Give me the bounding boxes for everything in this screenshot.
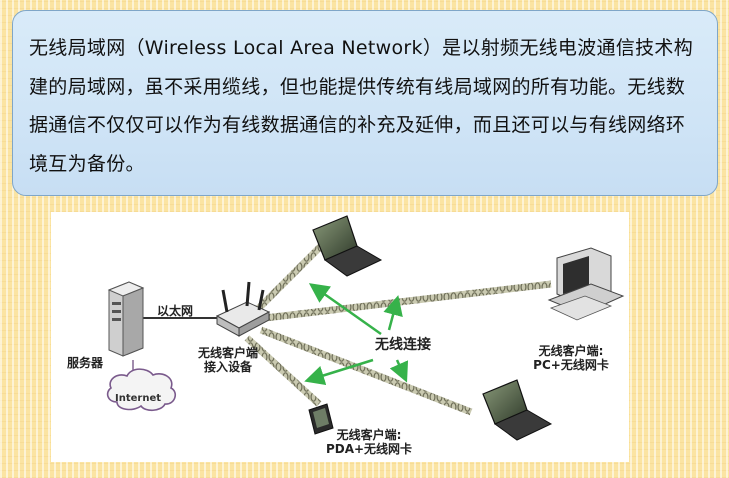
pc-client-label: 无线客户端: PC+无线网卡 xyxy=(533,344,609,372)
laptop-top-icon xyxy=(312,215,383,277)
intro-paragraph: 无线局域网（Wireless Local Area Network）是以射频无线… xyxy=(29,37,694,175)
server-icon xyxy=(107,281,145,357)
wlan-diagram: 以太网 服务器 Internet 无线客户端 接入设备 无线连接 无线客户端: … xyxy=(51,212,629,462)
access-point-icon xyxy=(215,281,271,337)
wireless-links xyxy=(244,241,552,416)
diagram-graphics xyxy=(106,215,625,441)
link-laptop-top xyxy=(254,241,326,313)
intro-text-box: 无线局域网（Wireless Local Area Network）是以射频无线… xyxy=(12,10,718,196)
ethernet-label: 以太网 xyxy=(157,304,194,318)
access-device-label: 无线客户端 接入设备 xyxy=(197,346,258,374)
pda-client-label: 无线客户端: PDA+无线网卡 xyxy=(325,428,413,456)
link-pc xyxy=(264,280,552,322)
link-laptop-bottom xyxy=(259,326,473,416)
internet-label: Internet xyxy=(115,393,162,404)
wireless-arrows xyxy=(304,283,409,386)
desktop-pc-icon xyxy=(547,247,625,321)
pda-icon xyxy=(308,403,334,435)
laptop-bottom-icon xyxy=(482,379,553,441)
link-pda xyxy=(244,335,322,407)
wireless-link-label: 无线连接 xyxy=(375,337,431,353)
server-label: 服务器 xyxy=(67,356,104,370)
internet-cloud-icon xyxy=(106,360,177,412)
